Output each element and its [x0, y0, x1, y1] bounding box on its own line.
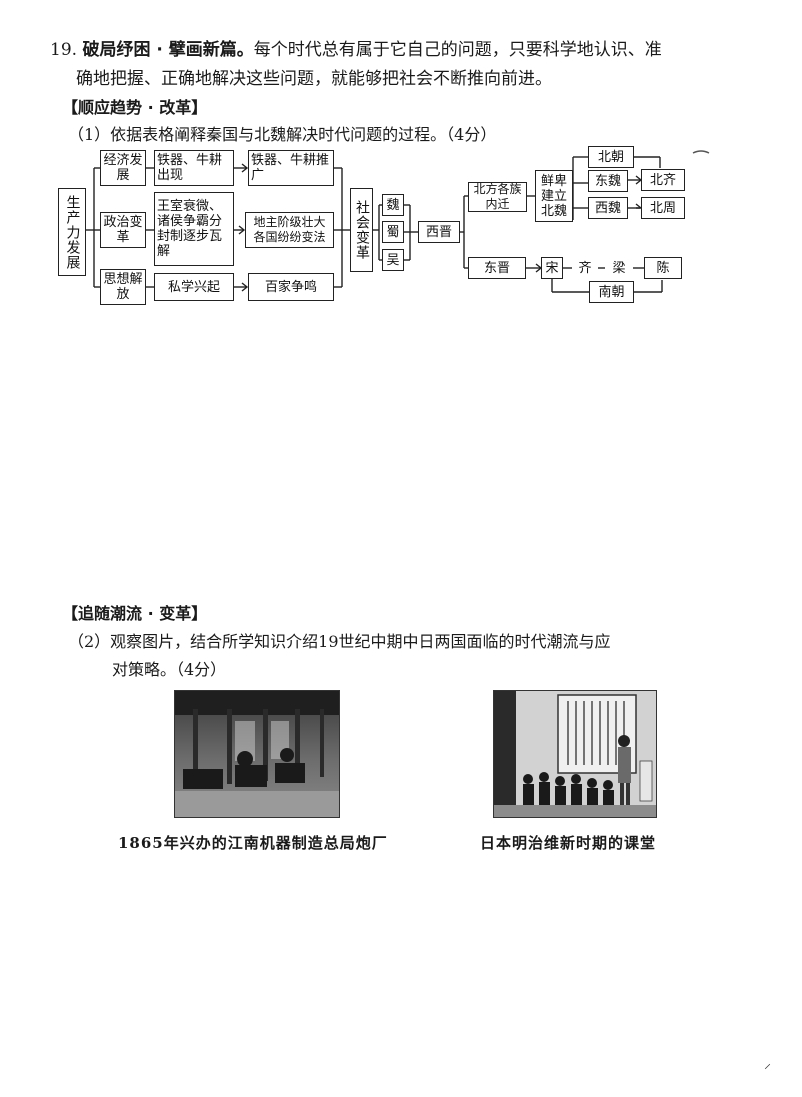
factory-caption: 1865年兴办的江南机器制造总局炮厂 — [118, 834, 388, 852]
classroom-photo — [493, 690, 657, 818]
node-wu: 吴 — [382, 249, 404, 271]
node-southern-dynasties: 南朝 — [589, 281, 634, 303]
node-song: 宋 — [541, 257, 563, 279]
node-thought: 思想解放 — [100, 269, 146, 305]
flow-diagram-lines — [86, 150, 710, 293]
node-wei: 魏 — [382, 194, 404, 216]
node-social-change: 社会变革 — [350, 188, 373, 272]
node-eastern-jin: 东晋 — [468, 257, 526, 279]
part1-prompt: （1）依据表格阐释秦国与北魏解决时代问题的过程。（4分） — [68, 125, 497, 144]
node-xianbei: 鲜卑建立北魏 — [535, 170, 573, 222]
part2-prompt-line2: 对策略。（4分） — [112, 660, 227, 679]
classroom-caption: 日本明治维新时期的课堂 — [480, 834, 657, 852]
factory-photo — [174, 690, 340, 818]
question-intro: 19. 破局纾困 · 擘画新篇。每个时代总有属于它自己的问题，只要科学地认识、准 — [50, 36, 662, 64]
node-qi: 齐 — [572, 257, 598, 279]
question-intro-line1: 每个时代总有属于它自己的问题，只要科学地认识、准 — [253, 40, 662, 60]
node-north-zhou: 北周 — [641, 197, 685, 219]
part2-heading: 【追随潮流 · 变革】 — [62, 604, 208, 623]
node-western-jin: 西晋 — [418, 221, 460, 243]
node-iron-ox-appear: 铁器、牛耕出现 — [154, 150, 234, 186]
node-landlord-reform: 地主阶级壮大各国纷纷变法 — [245, 212, 334, 248]
part2-prompt-line1: （2）观察图片，结合所学知识介绍19世纪中期中日两国面临的时代潮流与应 — [68, 632, 611, 651]
node-northern-dynasties: 北朝 — [588, 146, 634, 168]
node-west-wei: 西魏 — [588, 197, 628, 219]
node-royal-decline: 王室衰微、诸侯争霸分封制逐步瓦解 — [154, 192, 234, 266]
part1-heading: 【顺应趋势 · 改革】 — [62, 98, 208, 117]
question-number: 19. — [50, 40, 78, 60]
node-liang: 梁 — [605, 257, 633, 279]
node-economy: 经济发展 — [100, 150, 146, 186]
node-politics: 政治变革 — [100, 212, 146, 248]
node-hundred-schools: 百家争鸣 — [248, 273, 334, 301]
node-private-school: 私学兴起 — [154, 273, 234, 301]
question-intro-line2: 确地把握、正确地解决这些问题，就能够把社会不断推向前进。 — [76, 69, 552, 89]
node-chen: 陈 — [644, 257, 682, 279]
node-iron-ox-spread: 铁器、牛耕推广 — [248, 150, 334, 186]
node-north-qi: 北齐 — [641, 169, 685, 191]
question-title: 破局纾困 · 擘画新篇。 — [82, 40, 254, 60]
node-productivity: 生产力发展 — [58, 188, 86, 276]
node-north-tribes: 北方各族内迁 — [468, 182, 527, 212]
node-east-wei: 东魏 — [588, 170, 628, 192]
corner-mark: ⸝ — [764, 1056, 771, 1072]
node-shu: 蜀 — [382, 221, 404, 243]
